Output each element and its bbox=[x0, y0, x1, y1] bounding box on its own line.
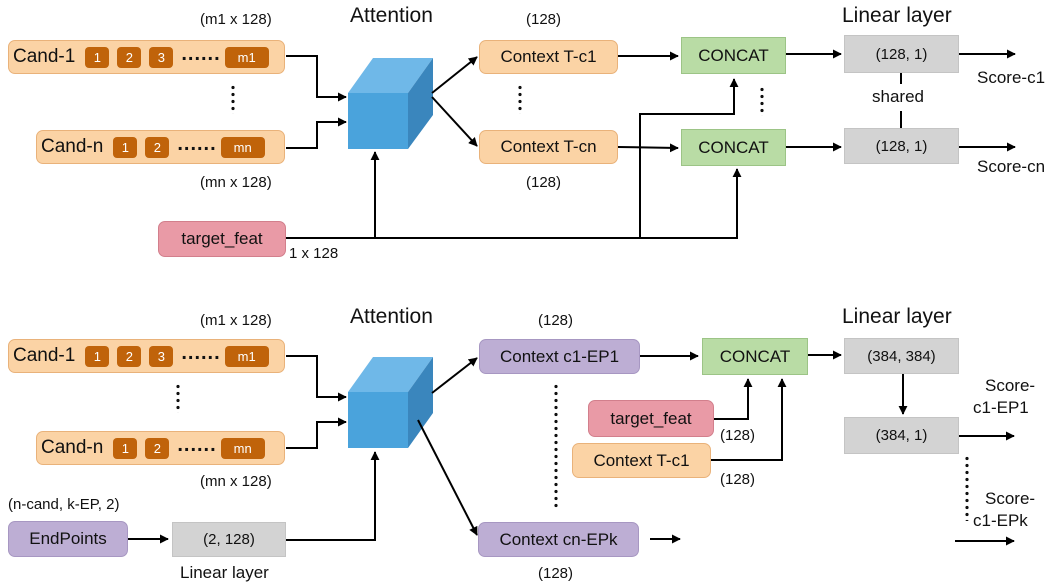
arrow-contexttc1-concat bbox=[711, 378, 787, 461]
linear-2-128: (2, 128) bbox=[172, 522, 286, 557]
token-ellipsis: ...... bbox=[181, 42, 221, 65]
arrow-target-concat-b bbox=[714, 378, 753, 420]
candn-dims-b: (mn x 128) bbox=[200, 473, 272, 490]
token: 2 bbox=[117, 46, 142, 68]
target-feat-dims: 1 x 128 bbox=[289, 245, 339, 262]
endpoints-box: EndPoints bbox=[8, 521, 128, 557]
target-feat-dim-b: (128) bbox=[720, 427, 756, 444]
linear-vertical-ellipsis bbox=[965, 455, 969, 521]
attention-title: Attention bbox=[350, 4, 433, 27]
attention-cube-icon bbox=[348, 357, 433, 448]
candidate-1-sequence-b: Cand-1 1 2 3 ...... m1 bbox=[8, 339, 285, 373]
token: 3 bbox=[149, 46, 174, 68]
candidate-n-sequence: Cand-n 1 2 ...... mn bbox=[36, 130, 285, 164]
context-vertical-ellipsis bbox=[518, 84, 522, 114]
token-last: m1 bbox=[224, 46, 269, 68]
arrow-attention-epk bbox=[417, 419, 478, 536]
ep-linear-layer-label: Linear layer bbox=[180, 563, 269, 582]
arrow-cand1-attention-b bbox=[286, 355, 347, 402]
candidate-1-sequence: Cand-1 1 2 3 ...... m1 bbox=[8, 40, 285, 74]
linear-384-384: (384, 384) bbox=[844, 338, 959, 374]
token-last: m1 bbox=[224, 345, 269, 367]
arrow-attention-contextn bbox=[431, 96, 478, 147]
token: 1 bbox=[85, 46, 110, 68]
token: 1 bbox=[85, 345, 110, 367]
candidate-vertical-ellipsis-b bbox=[176, 383, 180, 413]
concat-block-b: CONCAT bbox=[702, 338, 808, 375]
target-feat-bottom: target_feat bbox=[588, 400, 714, 437]
score-ep1-line2: c1-EP1 bbox=[973, 398, 1029, 417]
context-t-cn: Context T-cn bbox=[479, 130, 618, 164]
token: 1 bbox=[113, 136, 138, 158]
score-c1-label: Score-c1 bbox=[977, 68, 1046, 87]
candidate-label: Cand-n bbox=[41, 437, 104, 458]
context-ep-vertical-ellipsis bbox=[554, 383, 558, 508]
arrow-cand1-attention bbox=[286, 55, 347, 102]
arrow-eplinear-attention bbox=[286, 451, 380, 541]
score-ep1-line1: Score- bbox=[985, 376, 1036, 395]
arrow-candn-attention bbox=[286, 117, 347, 149]
context-t-c1-b: Context T-c1 bbox=[572, 443, 711, 478]
token-last: mn bbox=[220, 136, 265, 158]
token-last: mn bbox=[220, 437, 265, 459]
token-ellipsis: ...... bbox=[177, 433, 217, 456]
score-epk-line1: Score- bbox=[985, 489, 1036, 508]
arrow-attention-ep1 bbox=[431, 357, 478, 394]
arrow-contextn-concat bbox=[617, 143, 679, 153]
candidate-vertical-ellipsis bbox=[231, 84, 235, 114]
token: 2 bbox=[117, 345, 142, 367]
context-cn-epk: Context cn-EPk bbox=[478, 522, 639, 557]
candidate-label: Cand-n bbox=[41, 136, 104, 157]
attention-cube-icon bbox=[348, 58, 433, 149]
candidate-label: Cand-1 bbox=[13, 46, 76, 67]
token: 2 bbox=[145, 437, 170, 459]
linear-128-1-top: (128, 1) bbox=[844, 35, 959, 73]
context-dim-bottom: (128) bbox=[526, 174, 562, 191]
arrow-attention-context1 bbox=[431, 56, 478, 94]
concat-vertical-ellipsis bbox=[760, 86, 764, 116]
context-dim-top-b: (128) bbox=[538, 312, 574, 329]
context-c1-ep1: Context c1-EP1 bbox=[479, 339, 640, 374]
context-dim-top: (128) bbox=[526, 11, 562, 28]
shared-weights-label: shared bbox=[872, 87, 924, 106]
candn-dims: (mn x 128) bbox=[200, 174, 272, 191]
context-t-c1-dim: (128) bbox=[720, 471, 756, 488]
token: 1 bbox=[113, 437, 138, 459]
linear-128-1-bottom: (128, 1) bbox=[844, 128, 959, 164]
linear-384-1: (384, 1) bbox=[844, 417, 959, 454]
token-ellipsis: ...... bbox=[181, 341, 221, 364]
arrow-target-concat2 bbox=[640, 168, 742, 239]
arrow-target-concat1 bbox=[639, 78, 739, 238]
cand1-dims-b: (m1 x 128) bbox=[200, 312, 272, 329]
cand1-dims: (m1 x 128) bbox=[200, 11, 272, 28]
candidate-n-sequence-b: Cand-n 1 2 ...... mn bbox=[36, 431, 285, 465]
token: 3 bbox=[149, 345, 174, 367]
linear-layer-title-b: Linear layer bbox=[842, 305, 952, 328]
concat-block-2: CONCAT bbox=[681, 129, 786, 166]
candidate-label: Cand-1 bbox=[13, 345, 76, 366]
endpoints-dims: (n-cand, k-EP, 2) bbox=[8, 496, 120, 513]
context-dim-bottom-b: (128) bbox=[538, 565, 574, 582]
arrow-candn-attention-b bbox=[286, 417, 347, 449]
target-feat-top: target_feat bbox=[158, 221, 286, 257]
score-cn-label: Score-cn bbox=[977, 157, 1046, 176]
attention-title-b: Attention bbox=[350, 305, 433, 328]
linear-layer-title: Linear layer bbox=[842, 4, 952, 27]
score-epk-line2: c1-EPk bbox=[973, 511, 1028, 530]
context-t-c1: Context T-c1 bbox=[479, 40, 618, 74]
token-ellipsis: ...... bbox=[177, 132, 217, 155]
token: 2 bbox=[145, 136, 170, 158]
concat-block-1: CONCAT bbox=[681, 37, 786, 74]
